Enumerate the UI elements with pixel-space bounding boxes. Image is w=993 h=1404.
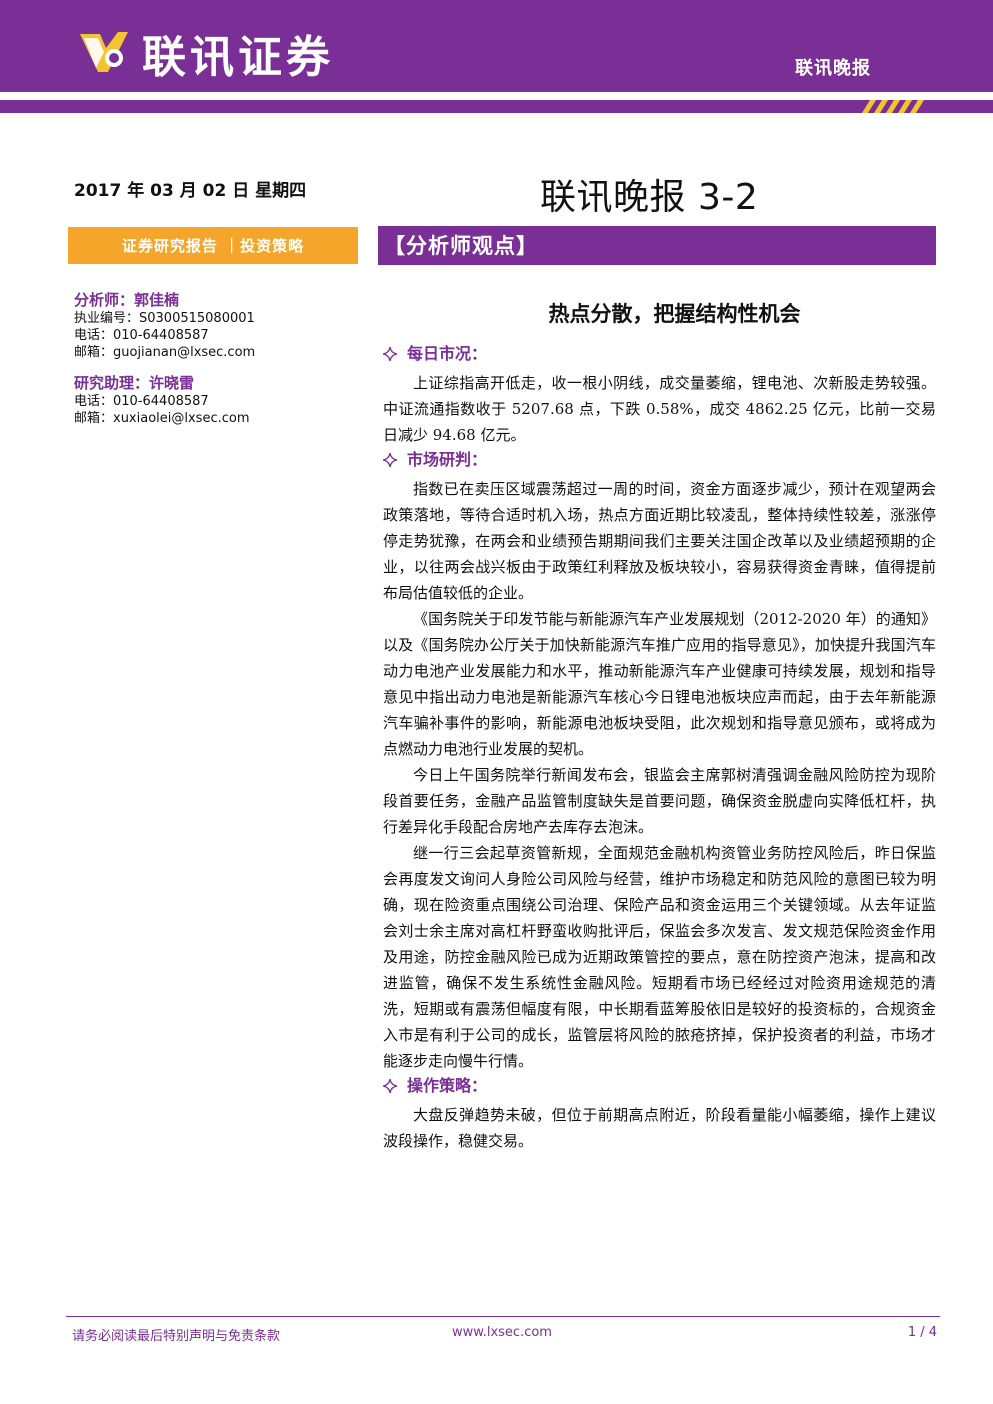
paragraph: 大盘反弹趋势未破，但位于前期高点附近，阶段看量能小幅萎缩，操作上建议波段操作，稳…	[383, 1106, 936, 1150]
section-heading-label: 操作策略：	[407, 1076, 488, 1095]
page-number: 1 / 4	[907, 1325, 937, 1340]
section-heading-label: 市场研判：	[407, 450, 488, 469]
header-stripe-bar	[0, 100, 993, 113]
assistant-title: 研究助理：许晓雷	[74, 374, 195, 392]
diamond-bullet-icon	[383, 347, 397, 361]
diamond-bullet-icon	[383, 1079, 397, 1093]
analyst-title: 分析师：郭佳楠	[74, 291, 180, 309]
footer-disclaimer[interactable]: 请务必阅读最后特别声明与免责条款	[72, 1329, 281, 1344]
section-heading-analysis: 市场研判：	[383, 448, 936, 472]
analyst-email: 邮箱：guojianan@lxsec.com	[74, 345, 256, 360]
report-type-label: 联讯晚报	[795, 58, 871, 79]
page-title: 联讯晚报 3-2	[540, 177, 759, 218]
analyst-phone: 电话：010-64408587	[74, 328, 209, 343]
brand-name: 联讯证券	[142, 32, 334, 83]
header-band: 联讯证券 联讯晚报	[0, 0, 993, 92]
paragraph: 今日上午国务院举行新闻发布会，银监会主席郭树清强调金融风险防控为现阶段首要任务，…	[383, 766, 936, 836]
paragraph: 上证综指高开低走，收一根小阴线，成交量萎缩，锂电池、次新股走势较强。中证流通指数…	[383, 374, 936, 444]
paragraph: 继一行三会起草资管新规，全面规范金融机构资管业务防控风险后，昨日保监会再度发文询…	[383, 844, 936, 1070]
assistant-phone: 电话：010-64408587	[74, 394, 209, 409]
paragraph: 《国务院关于印发节能与新能源汽车产业发展规划（2012-2020 年）的通知》以…	[383, 610, 936, 758]
footer-website-link[interactable]: www.lxsec.com	[452, 1325, 552, 1340]
category-band: 证券研究报告 ｜投资策略	[68, 227, 358, 264]
section-heading-label: 每日市况：	[407, 344, 488, 363]
lianxun-logo-icon	[78, 28, 130, 78]
paragraph: 指数已在卖压区域震荡超过一周的时间，资金方面逐步减少，预计在观望两会政策落地，等…	[383, 480, 936, 602]
analyst-panel: 分析师：郭佳楠 执业编号：S0300515080001 电话：010-64408…	[74, 290, 354, 427]
article: 热点分散，把握结构性机会 每日市况： 上证综指高开低走，收一根小阴线，成交量萎缩…	[383, 298, 936, 1154]
diamond-bullet-icon	[383, 453, 397, 467]
assistant-email: 邮箱：xuxiaolei@lxsec.com	[74, 411, 250, 426]
footer-rule	[66, 1316, 940, 1317]
analyst-license: 执业编号：S0300515080001	[74, 311, 255, 326]
section-heading-daily: 每日市况：	[383, 342, 936, 366]
section-tab-rule	[378, 264, 936, 265]
report-date: 2017 年 03 月 02 日 星期四	[74, 181, 307, 201]
article-title: 热点分散，把握结构性机会	[548, 301, 801, 326]
section-heading-strategy: 操作策略：	[383, 1074, 936, 1098]
brand-logo: 联讯证券	[78, 28, 334, 83]
section-tab: 【分析师观点】	[378, 226, 936, 264]
